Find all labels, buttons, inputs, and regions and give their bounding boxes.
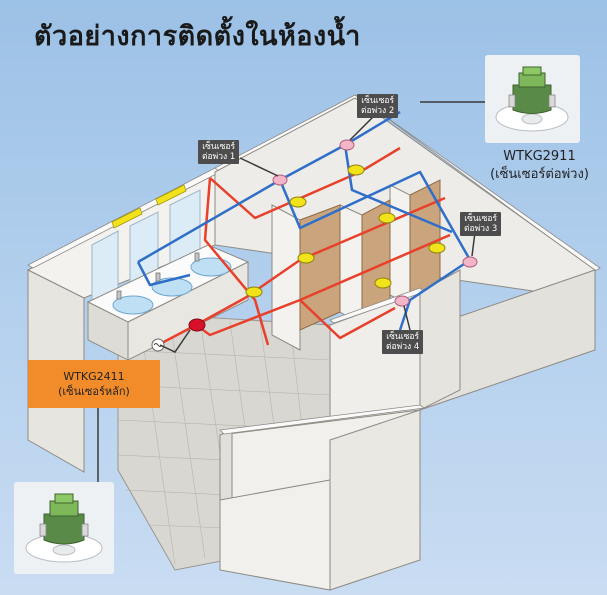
- ceiling-light: [347, 164, 365, 176]
- slave-sensor-3: [462, 256, 478, 268]
- wire-red: [157, 146, 451, 347]
- slave-sensor-1: [272, 174, 288, 186]
- sensor-product-icon: [25, 493, 103, 563]
- slave-sensor-photo: [485, 55, 580, 143]
- main-sensor-photo: [14, 482, 114, 574]
- front-wall-end: [219, 429, 233, 501]
- main-sensor-model: WTKG2411: [63, 370, 125, 383]
- faucets: [116, 252, 200, 300]
- ceiling-light: [297, 252, 315, 264]
- slave-sensor-model: WTKG2911: [503, 149, 576, 164]
- leader-lines: [97, 101, 485, 482]
- front-wall-top: [219, 404, 426, 435]
- ceiling-lights: [245, 164, 446, 298]
- ceiling-light: [289, 196, 307, 208]
- sensor-tag-1: เซ็นเซอร์ ต่อพ่วง 1: [198, 140, 240, 164]
- sensor-tag-2: เซ็นเซอร์ ต่อพ่วง 2: [357, 94, 399, 118]
- mirrors: [91, 189, 201, 303]
- wire-blue: [136, 110, 472, 331]
- slave-sensor-label: WTKG2911 (เซ็นเซอร์ต่อพ่วง): [472, 148, 607, 184]
- slave-sensor-desc: (เซ็นเซอร์ต่อพ่วง): [490, 167, 589, 182]
- ceiling-light: [245, 286, 263, 298]
- main-sensor-label: WTKG2411 (เซ็นเซอร์หลัก): [28, 360, 160, 408]
- sensor-tag-4: เซ็นเซอร์ ต่อพ่วง 4: [382, 330, 424, 354]
- ceiling-light: [428, 242, 446, 254]
- bottom-left-wall: [219, 479, 331, 591]
- ceiling-light: [374, 277, 392, 289]
- bottom-right-wall: [329, 409, 421, 591]
- page-title: ตัวอย่างการติดตั้งในห้องน้ำ: [34, 21, 361, 52]
- main-sensor: [188, 318, 206, 332]
- slave-sensors: [272, 139, 478, 307]
- ceiling-light: [378, 212, 396, 224]
- outlet-icon: [151, 338, 165, 352]
- slave-sensor-4: [394, 295, 410, 307]
- slave-sensor-2: [339, 139, 355, 151]
- sensor-product-icon: [495, 66, 569, 132]
- front-divider: [419, 269, 461, 411]
- main-sensor-desc: (เซ็นเซอร์หลัก): [58, 385, 130, 398]
- mirror-lights: [111, 184, 187, 229]
- sensor-tag-3: เซ็นเซอร์ ต่อพ่วง 3: [460, 212, 502, 236]
